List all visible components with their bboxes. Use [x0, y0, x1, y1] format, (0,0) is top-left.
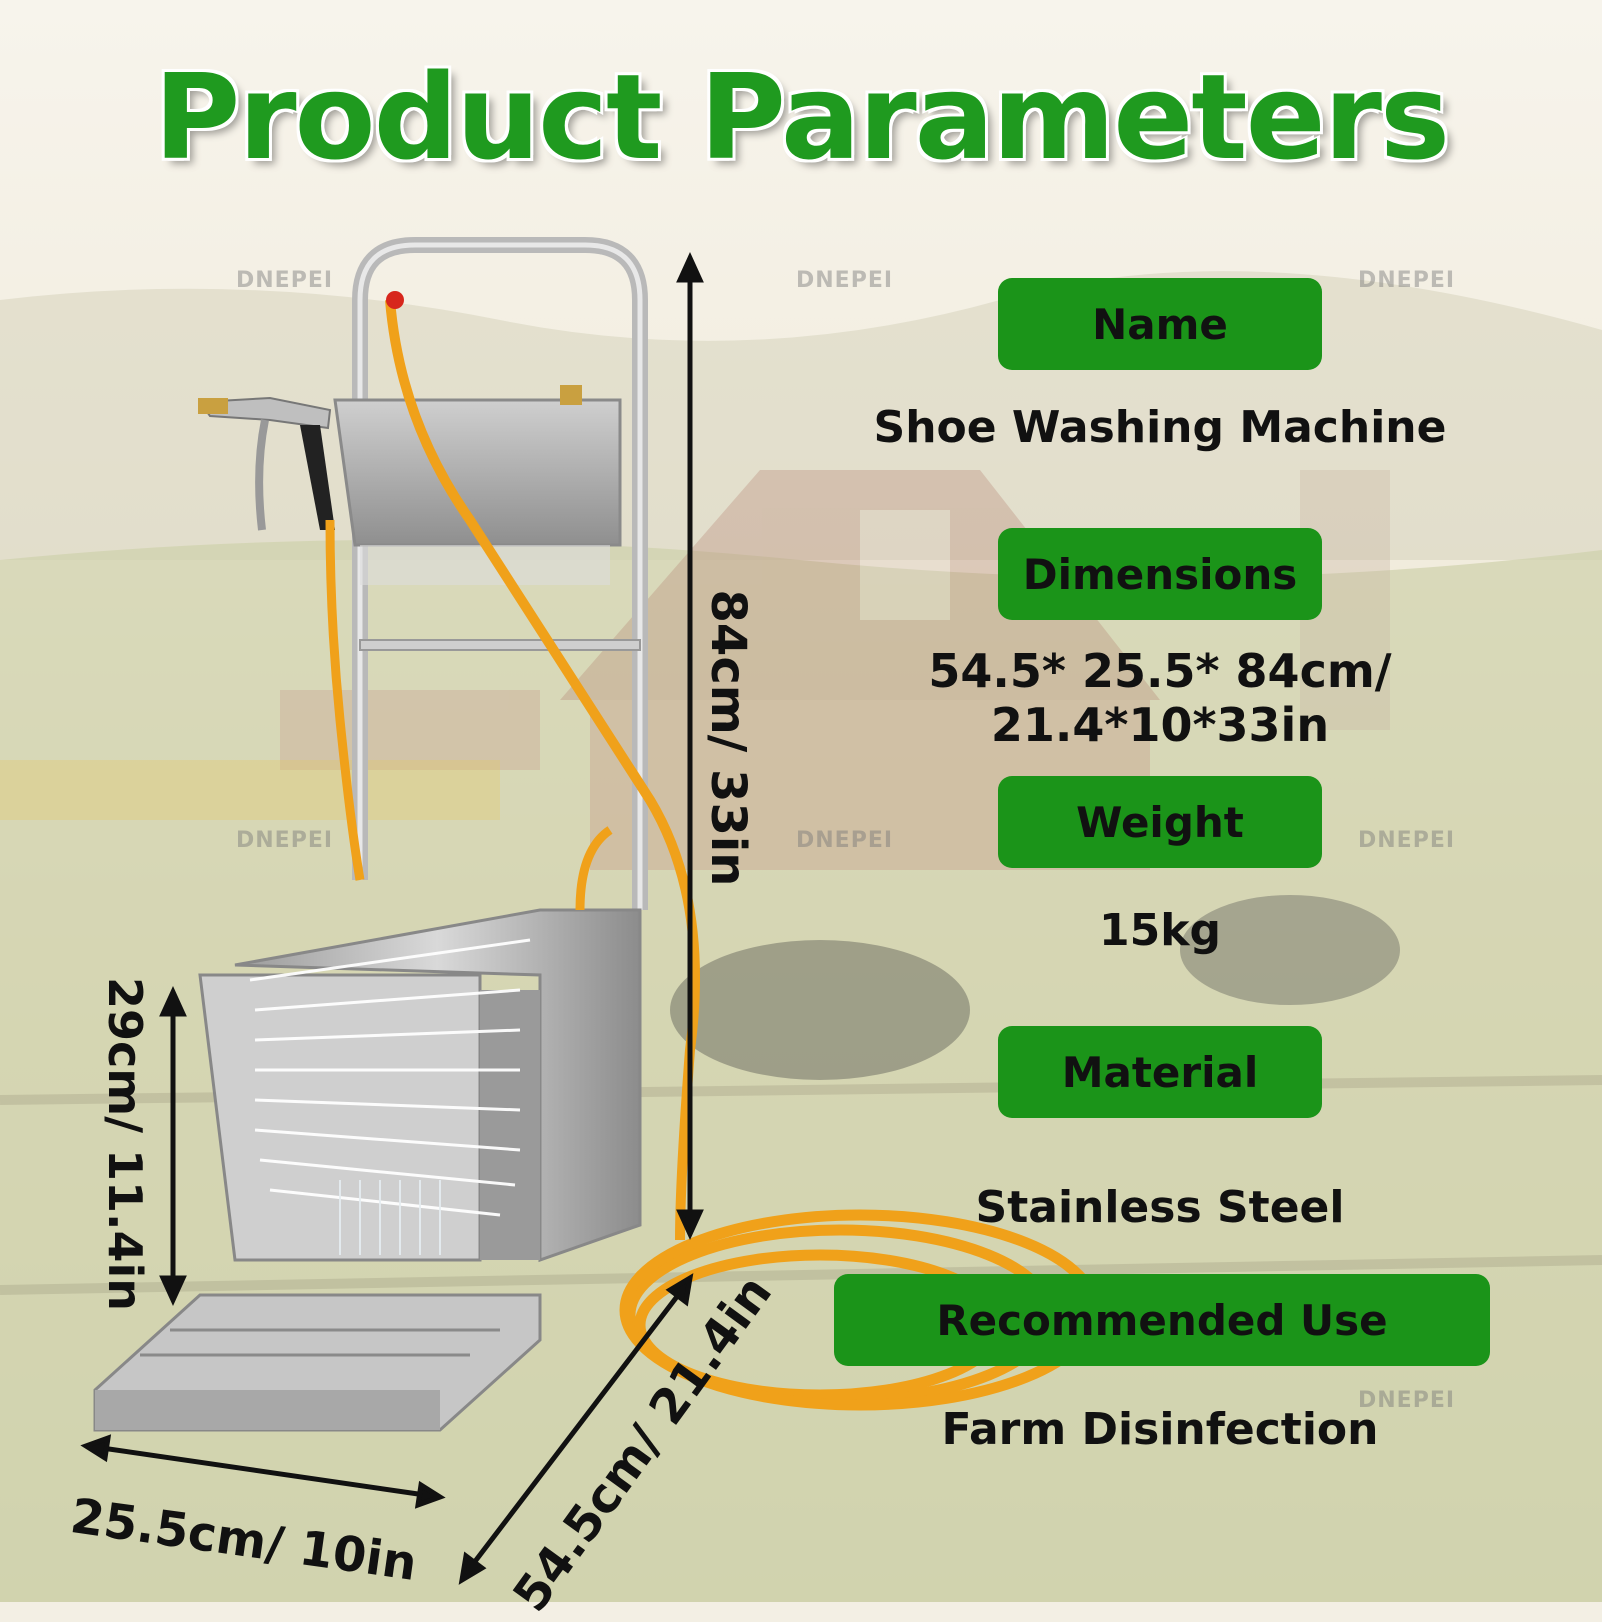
dimensions-value-line1: 54.5* 25.5* 84cm/ [928, 644, 1392, 698]
material-label-pill: Material [998, 1026, 1322, 1118]
watermark: DNEPEI [796, 268, 894, 293]
page-title: Product Parameters [153, 48, 1450, 186]
watermark: DNEPEI [1358, 268, 1456, 293]
dimensions-value-line2: 21.4*10*33in [990, 698, 1330, 752]
recommended-use-label-pill: Recommended Use [834, 1274, 1490, 1366]
material-value: Stainless Steel [975, 1182, 1345, 1233]
brush-height-dimension-label: 29cm/ 11.4in [98, 977, 152, 1312]
watermark: DNEPEI [236, 268, 334, 293]
weight-value: 15kg [1099, 905, 1221, 956]
height-dimension-label: 84cm/ 33in [700, 589, 756, 887]
watermark: DNEPEI [1358, 828, 1456, 853]
watermark: DNEPEI [1358, 1388, 1456, 1413]
name-value: Shoe Washing Machine [873, 402, 1447, 453]
name-label-pill: Name [998, 278, 1322, 370]
recommended-use-value: Farm Disinfection [941, 1404, 1379, 1455]
dimensions-label-pill: Dimensions [998, 528, 1322, 620]
watermark: DNEPEI [236, 828, 334, 853]
weight-label-pill: Weight [998, 776, 1322, 868]
watermark: DNEPEI [796, 828, 894, 853]
